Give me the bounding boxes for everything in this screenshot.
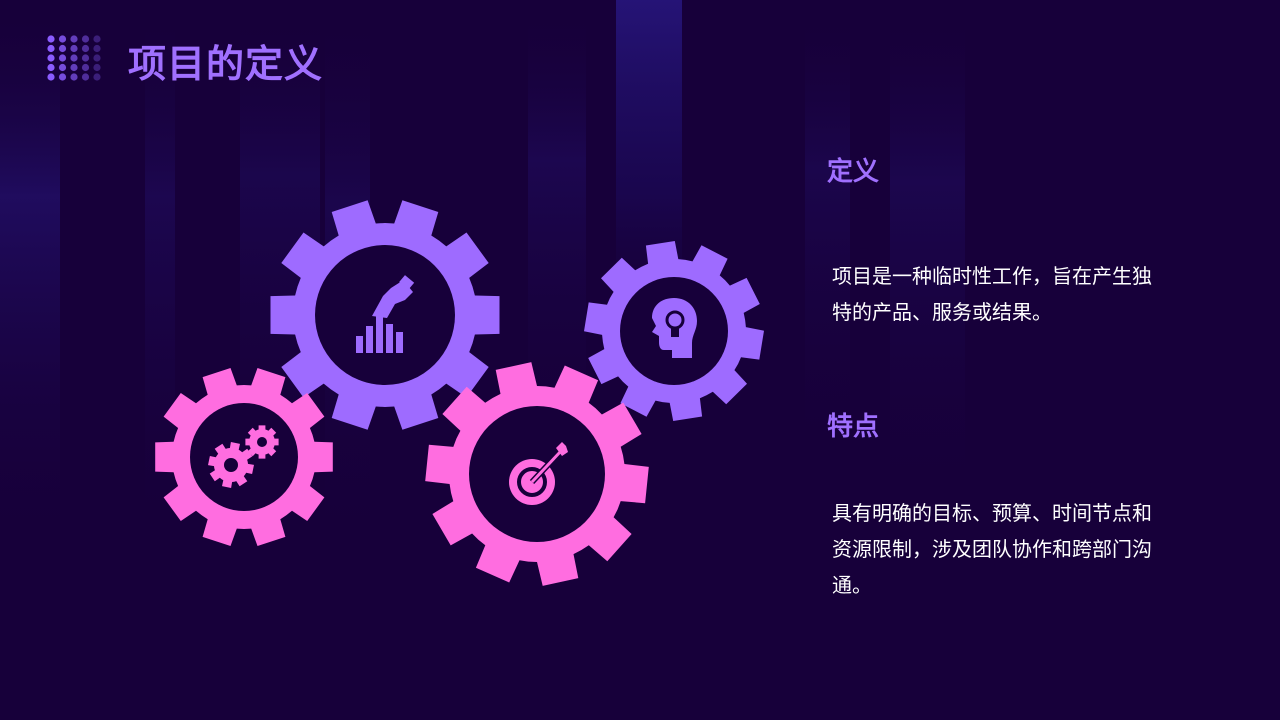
target-arrow-icon: [509, 442, 568, 505]
features-body: 具有明确的目标、预算、时间节点和资源限制，涉及团队协作和跨部门沟通。: [832, 501, 1152, 597]
bar-chart-hand-icon: [356, 275, 415, 353]
gear-large-pink: [425, 362, 649, 586]
definition-body: 项目是一种临时性工作，旨在产生独特的产品、服务或结果。: [832, 264, 1152, 324]
dot-grid-icon: [47, 35, 101, 81]
page-title: 项目的定义: [128, 42, 324, 86]
cogs-icon: [208, 425, 279, 488]
gear-small-pink: [155, 368, 333, 546]
definition-heading: 定义: [827, 157, 880, 187]
gear-small-purple: [584, 241, 764, 421]
gear-large-purple: [270, 200, 500, 430]
features-heading: 特点: [827, 412, 880, 442]
lightbulb-head-icon: [652, 298, 697, 358]
